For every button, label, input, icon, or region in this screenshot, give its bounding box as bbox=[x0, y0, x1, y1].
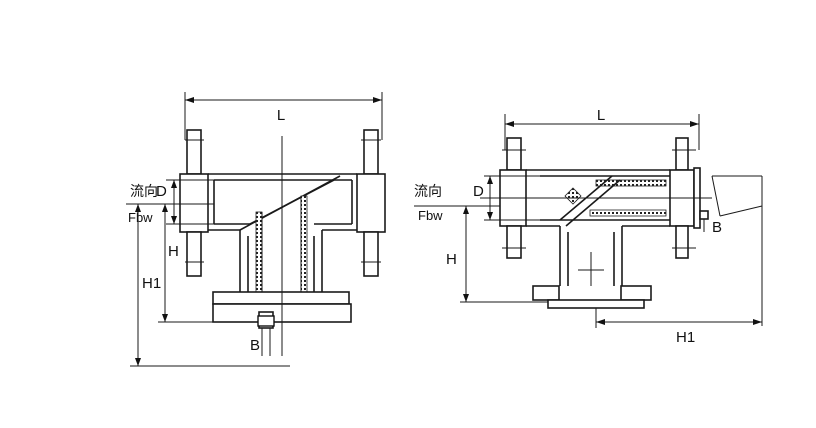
left-vertical-leg bbox=[239, 195, 323, 305]
right-length-label: L bbox=[597, 107, 605, 124]
right-bottom-flange bbox=[532, 285, 652, 309]
left-flow-code-label: Fbw bbox=[128, 210, 153, 225]
right-diameter-dimension bbox=[484, 175, 540, 221]
right-diameter-label: D bbox=[473, 183, 484, 200]
left-diameter-label: D bbox=[156, 183, 167, 200]
right-angle-strainer-view: L bbox=[414, 107, 763, 346]
left-inlet-flange bbox=[179, 129, 209, 277]
left-height-label: H bbox=[168, 243, 179, 260]
left-total-height-dimension bbox=[130, 204, 290, 367]
left-outlet-flange bbox=[356, 129, 386, 277]
left-height-dimension bbox=[158, 204, 213, 323]
left-length-dimension bbox=[184, 92, 383, 140]
right-screen-marker bbox=[564, 187, 582, 205]
left-diameter-dimension bbox=[166, 179, 214, 225]
left-drain-dimension bbox=[261, 328, 271, 356]
right-flow-code-label: Fbw bbox=[418, 208, 443, 223]
right-length-dimension bbox=[504, 114, 700, 150]
right-vertical-leg bbox=[559, 226, 623, 286]
right-drain-plug bbox=[699, 210, 709, 220]
right-drain-label: B bbox=[712, 219, 722, 236]
left-length-label: L bbox=[277, 107, 285, 124]
left-drain-label: B bbox=[250, 337, 260, 354]
left-tee-strainer-view: L bbox=[126, 92, 386, 367]
right-side-cover bbox=[711, 175, 763, 326]
right-height-dimension bbox=[460, 206, 548, 303]
left-flow-label: 流向 bbox=[130, 184, 158, 200]
right-total-height-label: H1 bbox=[676, 329, 695, 346]
right-total-height-dimension bbox=[595, 308, 762, 328]
right-flow-label: 流向 bbox=[414, 184, 442, 200]
left-total-height-label: H1 bbox=[142, 275, 161, 292]
right-height-label: H bbox=[446, 251, 457, 268]
